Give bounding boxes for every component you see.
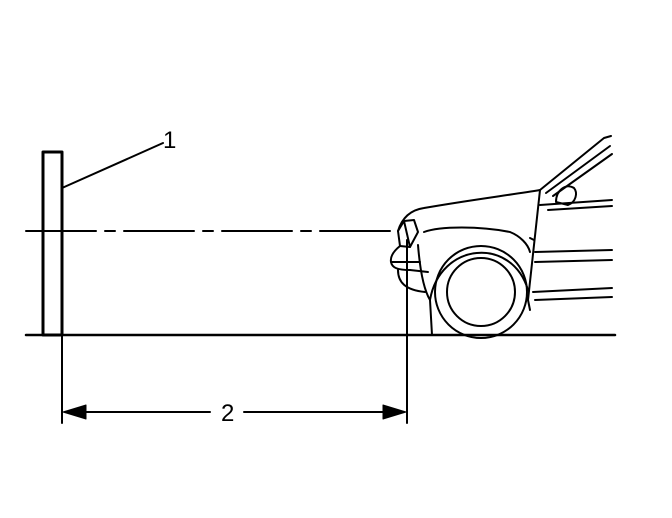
aiming-screen bbox=[41, 150, 64, 337]
vehicle-front bbox=[389, 135, 613, 339]
callout-1-leader bbox=[61, 142, 164, 189]
front-wheel-rim bbox=[446, 257, 516, 327]
front-tire bbox=[434, 245, 528, 339]
callout-2-label: 2 bbox=[221, 400, 234, 427]
callout-1-label: 1 bbox=[163, 127, 176, 154]
arrowhead-right bbox=[382, 404, 407, 420]
arrowhead-left bbox=[62, 404, 87, 420]
distance-dimension bbox=[62, 404, 407, 420]
